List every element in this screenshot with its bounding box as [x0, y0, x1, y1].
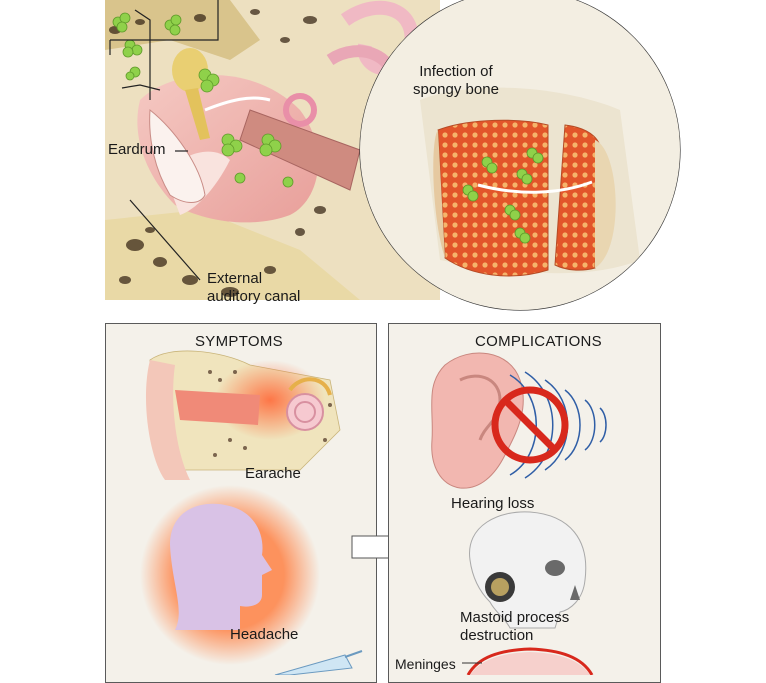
muscle — [239, 109, 361, 191]
label-external-canal-line1: External — [207, 270, 263, 287]
tube-line — [204, 96, 271, 112]
bacteria-clusters — [112, 12, 294, 188]
infected-bone-chunk — [437, 119, 549, 277]
ear-cross-section-illustration — [105, 0, 681, 311]
complication-mastoid-line1: Mastoid process — [460, 609, 570, 626]
complication-hearing-loss-label: Hearing loss — [451, 495, 535, 512]
pointer-arrows — [109, 0, 219, 281]
symptoms-title: SYMPTOMS — [195, 333, 283, 350]
symptom-earache-label: Earache — [245, 465, 301, 482]
label-external-canal-line2: auditory canal — [207, 288, 301, 305]
magnified-view — [359, 0, 681, 311]
label-external-canal: External auditory canal — [207, 270, 300, 306]
complications-title: COMPLICATIONS — [475, 333, 602, 350]
label-infection-spongy-bone: Infection of spongy bone — [413, 63, 499, 99]
complication-meninges-label: Meninges — [395, 656, 456, 672]
label-eardrum: Eardrum — [108, 141, 166, 158]
eardrum — [149, 109, 206, 203]
label-infection-line2: spongy bone — [413, 81, 499, 98]
label-infection-line1: Infection of — [419, 63, 493, 80]
symptom-headache-label: Headache — [230, 626, 299, 643]
ossicles — [172, 48, 210, 140]
complication-mastoid-label: Mastoid process destruction — [460, 609, 569, 645]
complication-mastoid-line2: destruction — [460, 627, 534, 644]
